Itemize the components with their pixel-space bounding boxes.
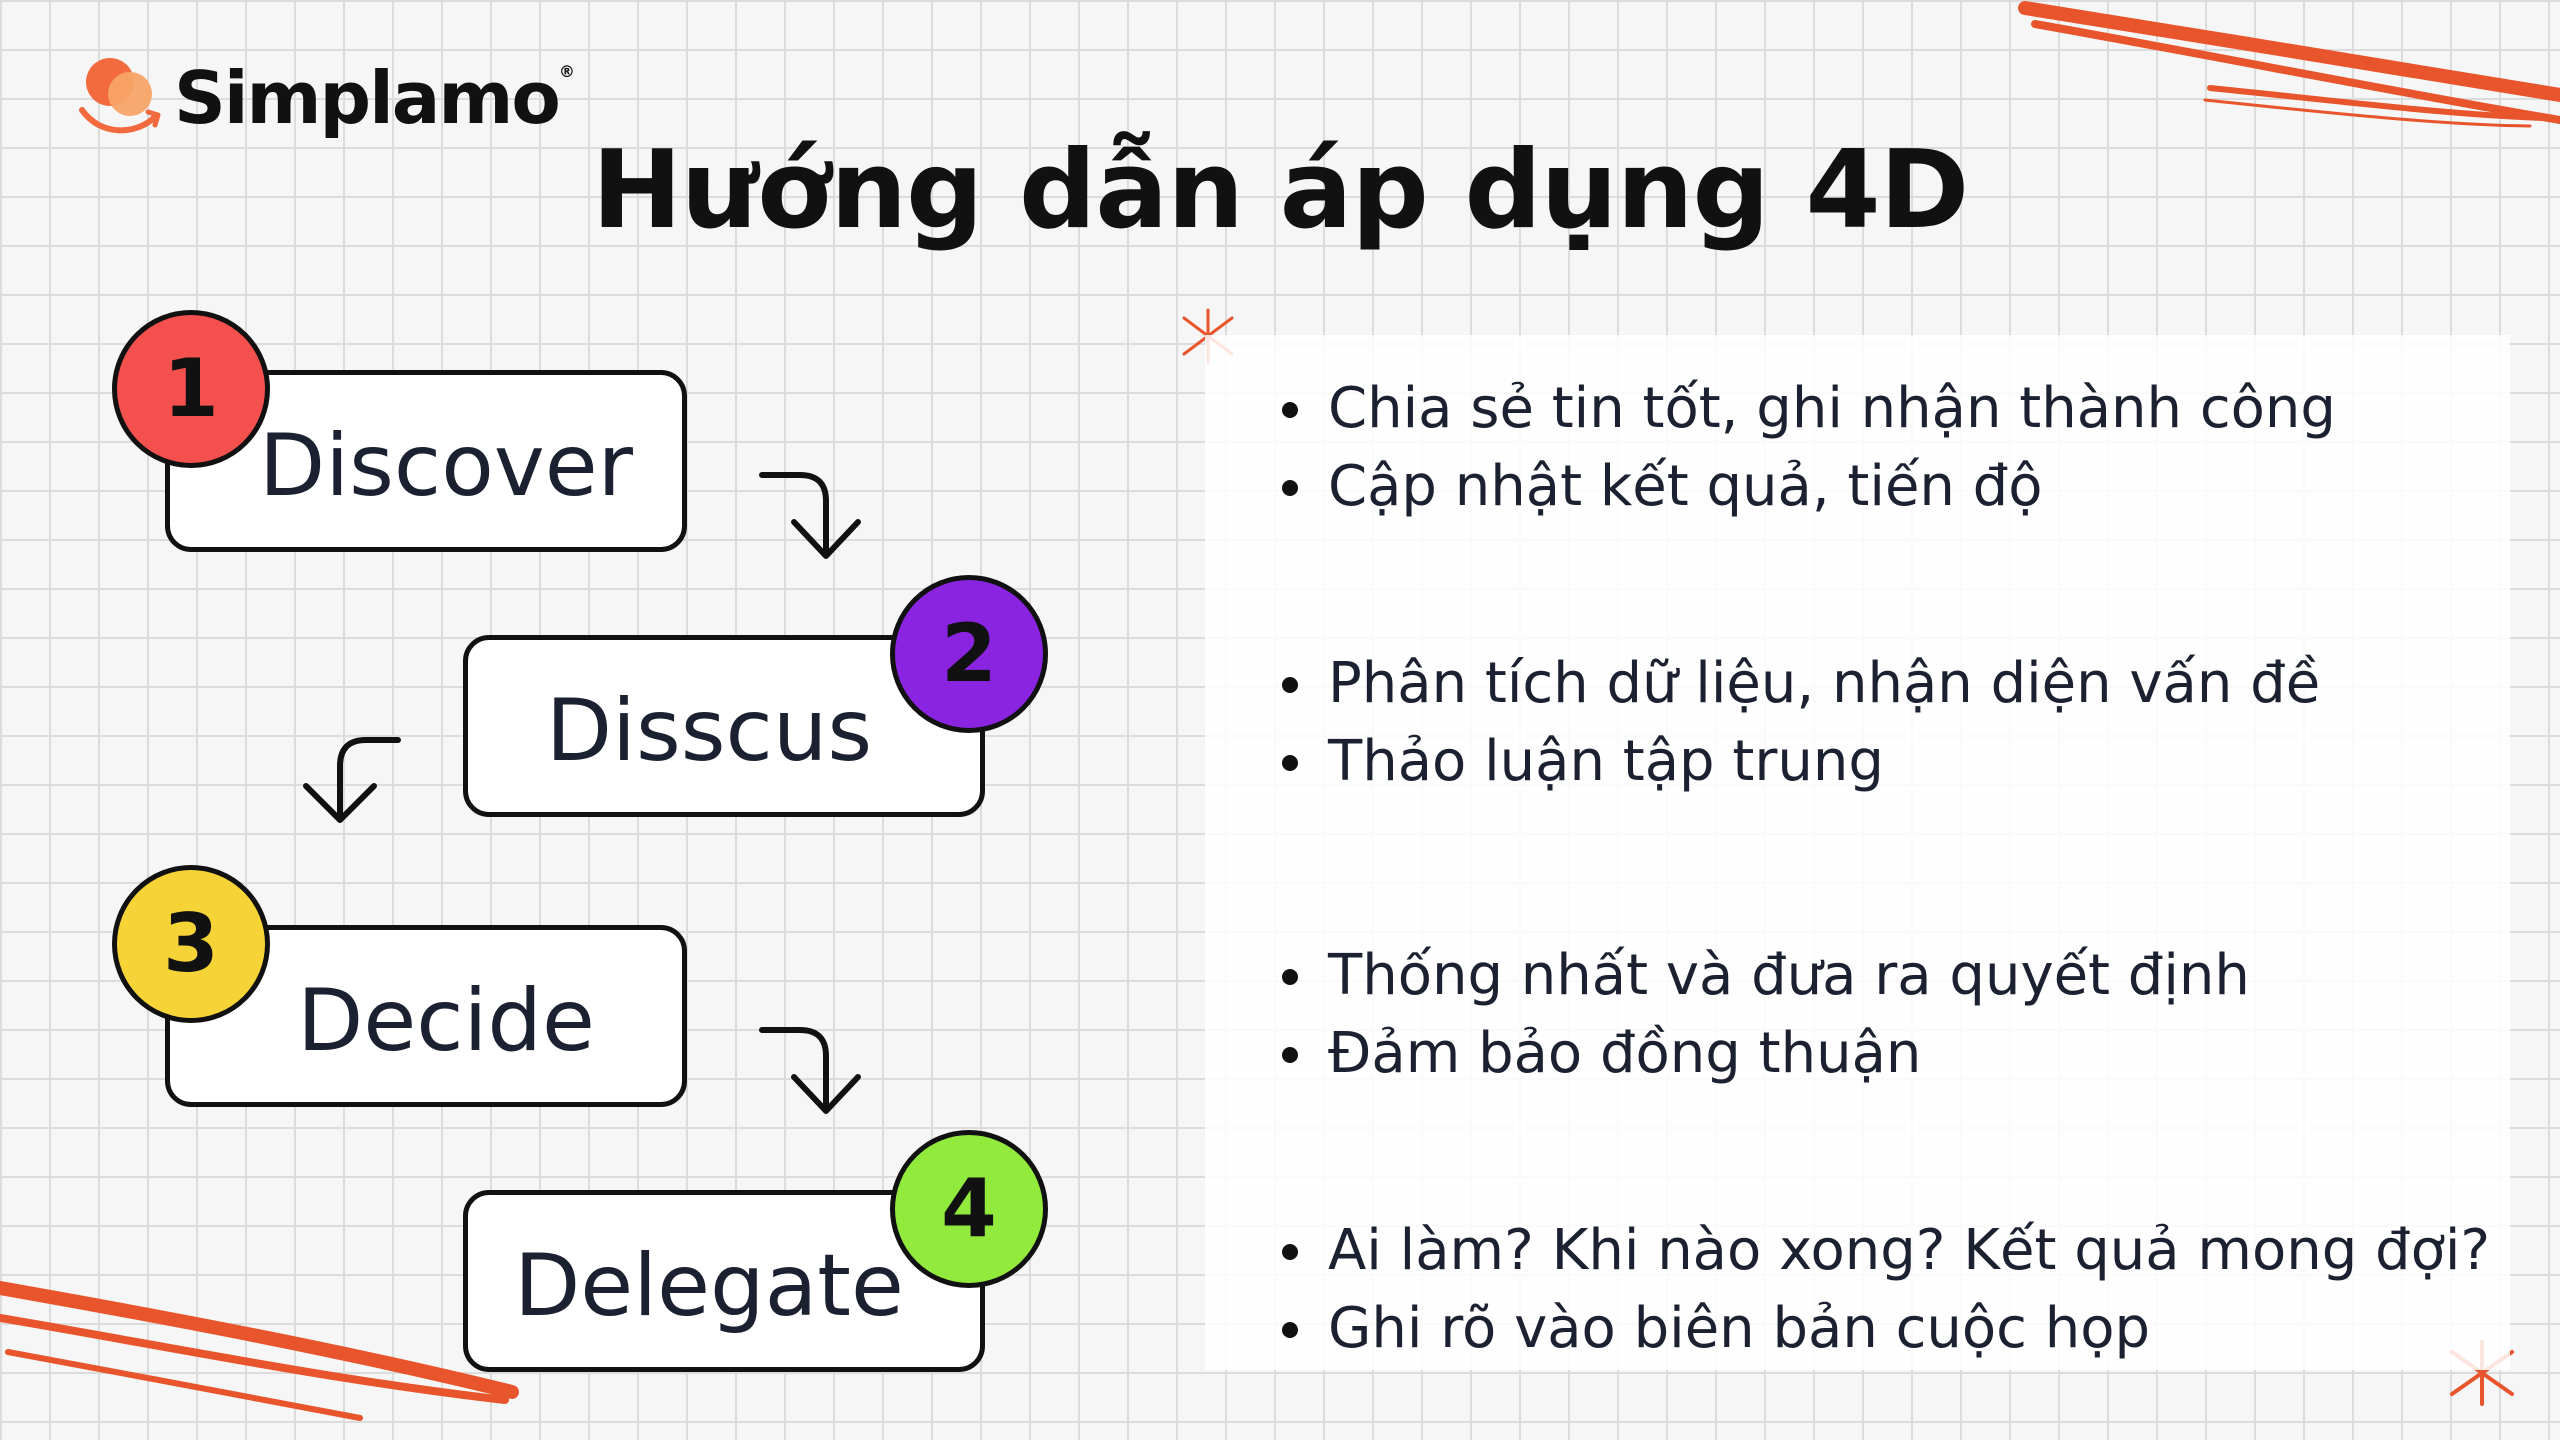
step-label: Discover [259, 416, 633, 516]
list-item: Ai làm? Khi nào xong? Kết quả mong đợi? [1270, 1212, 2490, 1290]
registered-mark: ® [558, 62, 575, 81]
step-badge-3: 3 [112, 865, 270, 1023]
list-item: Phân tích dữ liệu, nhận diện vấn đề [1270, 645, 2320, 723]
bullet-list-discover: Chia sẻ tin tốt, ghi nhận thành công Cập… [1270, 370, 2336, 526]
list-item: Đảm bảo đồng thuận [1270, 1015, 2250, 1093]
list-item: Cập nhật kết quả, tiến độ [1270, 448, 2336, 526]
bullet-list-decide: Thống nhất và đưa ra quyết định Đảm bảo … [1270, 937, 2250, 1093]
step-badge-4: 4 [890, 1130, 1048, 1288]
step-label: Delegate [514, 1236, 904, 1336]
step-label: Decide [297, 971, 595, 1071]
description-panel [1205, 335, 2510, 1370]
step-badge-2: 2 [890, 575, 1048, 733]
step-box-disscus: Disscus [463, 635, 985, 817]
list-item: Thảo luận tập trung [1270, 723, 2320, 801]
bullet-list-delegate: Ai làm? Khi nào xong? Kết quả mong đợi? … [1270, 1212, 2490, 1368]
step-label: Disscus [545, 681, 873, 781]
arrow-down-right-icon [759, 472, 861, 559]
step-box-delegate: Delegate [463, 1190, 985, 1372]
arrow-down-left-icon [303, 737, 401, 823]
brand-logo: Simplamo® [78, 52, 575, 144]
step-badge-1: 1 [112, 310, 270, 468]
arrow-down-right-icon [759, 1027, 861, 1114]
step-box-decide: Decide [165, 925, 687, 1107]
bullet-list-disscus: Phân tích dữ liệu, nhận diện vấn đề Thảo… [1270, 645, 2320, 801]
page-title: Hướng dẫn áp dụng 4D [591, 128, 1970, 253]
brand-name: Simplamo® [174, 56, 575, 140]
logo-mark-icon [78, 52, 170, 144]
list-item: Thống nhất và đưa ra quyết định [1270, 937, 2250, 1015]
list-item: Chia sẻ tin tốt, ghi nhận thành công [1270, 370, 2336, 448]
list-item: Ghi rõ vào biên bản cuộc họp [1270, 1290, 2490, 1368]
step-box-discover: Discover [165, 370, 687, 552]
